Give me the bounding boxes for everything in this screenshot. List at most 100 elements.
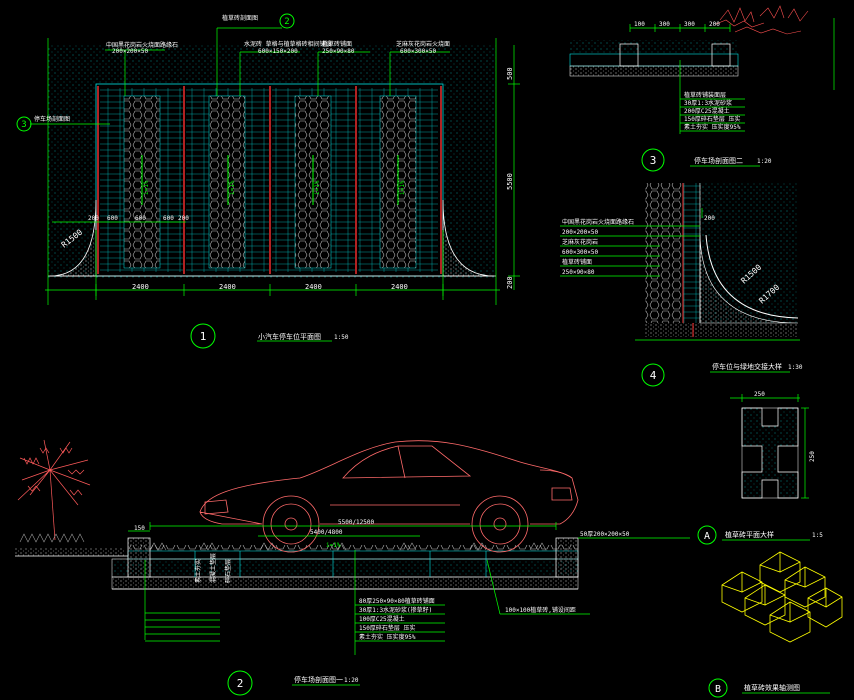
detail-a-scale: 1:5: [812, 532, 823, 539]
detail-3-marker-icon: [641, 148, 665, 172]
plan-slope-labels: i=1% i=1% i=1% i=1%: [143, 180, 406, 195]
detail-a-dim-lines: [730, 394, 809, 499]
detail-3-dim-1: 100: [634, 21, 645, 28]
section-2-callout-icon: [279, 13, 295, 29]
slope-label-1: i=1%: [143, 180, 150, 195]
section-right-note: 50厚200×200×50: [580, 531, 630, 538]
detail-3-drawing: 3: [569, 5, 835, 172]
detail-a-drawing: A: [697, 394, 810, 545]
detail-4-marker-icon: [641, 363, 665, 387]
plan-callout-1-size: 200×200×50: [112, 48, 149, 55]
detail-4-leader-lines: [560, 208, 800, 341]
plan-callout-3-text: 植草砖铺面: [322, 40, 352, 48]
plan-callout-2-size: 600×150×200: [258, 48, 298, 55]
plan-dim-bottom: 200: [506, 276, 514, 289]
detail-3-layer-4: 150厚碎石垫层 压实: [684, 115, 740, 123]
detail-3-layer-5: 素土夯实 压实度95%: [684, 123, 741, 131]
section-2-marker-number: 2: [237, 677, 244, 690]
detail-4-callout-2-text: 芝麻灰花岗岩: [562, 238, 598, 246]
plan-dim-depth: 5500: [506, 173, 514, 190]
plan-dim-small-4: 600: [163, 215, 174, 222]
detail-3-dim-2: 300: [659, 21, 670, 28]
detail-3-layer-2: 30厚1:3水泥砂浆: [684, 99, 732, 107]
plan-top-callout-label: 植草砖剖面图: [222, 14, 258, 22]
detail-b-marker-letter: B: [715, 684, 721, 695]
plan-drawing: 2 3 1: [16, 13, 520, 349]
section-layer-2: 30厚1:3水泥砂浆(掺草籽): [359, 606, 432, 614]
plan-dim-top: 500: [506, 67, 514, 80]
detail-4-scale: 1:30: [788, 364, 803, 371]
plan-leader-lines: [30, 27, 450, 125]
section-dim-total: 5500/12500: [338, 519, 375, 526]
detail-4-marker-number: 4: [650, 369, 657, 382]
section-vertical-label-2: 混凝土垫层: [209, 553, 217, 583]
plan-dim-small-1: 200: [88, 215, 99, 222]
section-layer-3: 100厚C25混凝土: [359, 615, 405, 623]
section-layer-4: 150厚碎石垫层 压实: [359, 624, 415, 632]
detail-4-callout-3-size: 250×90×80: [562, 269, 595, 276]
section-dim-left: 150: [134, 525, 145, 532]
plan-callout-4-size: 600×300×50: [400, 48, 437, 55]
section-2-drawing: 2: [15, 439, 690, 696]
detail-4-callout-1-text: 中国黑花岗岩火烧面路缘石: [562, 218, 634, 226]
plan-labels: 中国黑花岗岩火烧面路缘石 200×200×50 水泥砖 草格与植草格砖相间铺设 …: [34, 14, 450, 222]
slope-label-2: i=1%: [229, 180, 236, 195]
detail-a-dim-top: 250: [754, 391, 765, 398]
plan-dim-small-3: 600: [135, 215, 146, 222]
detail-3-marker-number: 3: [650, 154, 657, 167]
detail-4-title: 停车位与绿地交接大样: [712, 362, 782, 371]
detail-3-scale: 1:20: [757, 158, 772, 165]
plan-callout-1-text: 中国黑花岗岩火烧面路缘石: [106, 41, 178, 49]
plan-dim-small-5: 200: [178, 215, 189, 222]
plan-dim-bay-1: 2400: [132, 283, 149, 291]
detail-4-labels: 中国黑花岗岩火烧面路缘石 200×200×50 芝麻灰花岗岩 600×300×5…: [562, 215, 781, 305]
slope-label-4: i=1%: [399, 180, 406, 195]
plan-dim-small-2: 600: [107, 215, 118, 222]
detail-a-marker-icon: [697, 525, 717, 545]
section-layer-1: 80厚250×90×80植草砖铺面: [359, 597, 435, 605]
detail-b-marker-icon: [708, 678, 728, 698]
slope-label-3: i=1%: [314, 180, 321, 195]
bay-dividers: [97, 86, 442, 274]
plan-dim-bay-2: 2400: [219, 283, 236, 291]
section-2-title: 停车场剖面图一: [294, 675, 343, 684]
section-2-labels: 5500/12500 5400/4800 150 i=1% 50厚200×200…: [134, 519, 630, 641]
detail-b-title: 植草砖效果轴测图: [744, 683, 800, 692]
section-2-marker-icon: [227, 670, 253, 696]
detail-4-callout-2-size: 600×300×50: [562, 249, 599, 256]
section-2-callout-number: 2: [284, 17, 289, 27]
detail-b-drawing: [721, 551, 843, 643]
detail-a-dim-side: 250: [809, 451, 816, 462]
detail-3-layer-1: 植草砖铺装面层: [684, 91, 726, 99]
plan-title: 小汽车停车位平面图: [258, 332, 321, 341]
plan-scale: 1:50: [334, 334, 349, 341]
section-vertical-label-1: 素土夯实: [194, 559, 202, 583]
palm-tree-icon: [17, 439, 91, 541]
plan-callout-4-text: 芝麻灰花岗岩火烧面: [396, 40, 450, 48]
detail-3-callout-number: 3: [21, 120, 26, 130]
shrub-icon: [715, 5, 809, 35]
section-dim-lines: [128, 522, 690, 655]
plan-dim-bay-4: 2400: [391, 283, 408, 291]
slope-arrows: [141, 155, 399, 205]
detail-3-title: 停车场剖面图二: [694, 156, 743, 165]
plan-left-callout-label: 停车场剖面图: [34, 115, 70, 123]
detail-4-dim: 200: [704, 215, 715, 222]
parking-bays: [100, 88, 438, 272]
detail-4-drawing: 4: [560, 183, 800, 387]
section-joints: [194, 551, 487, 577]
plan-callout-3-size: 250×90×80: [322, 48, 355, 55]
detail-3-labels: 100 300 300 200 植草砖铺装面层 30厚1:3水泥砂浆 200厚C…: [634, 21, 741, 131]
plan-dim-bay-3: 2400: [305, 283, 322, 291]
plan-marker-icon: [190, 323, 216, 349]
car-icon: [199, 440, 579, 553]
detail-4-callout-3-text: 植草砖铺面: [562, 258, 592, 266]
detail-4-callout-1-size: 200×200×50: [562, 229, 599, 236]
section-dim-inner: 5400/4800: [310, 529, 343, 536]
detail-3-dim-lines: [629, 18, 835, 134]
section-vertical-label-3: 碎石垫层: [224, 559, 232, 583]
plan-callout-2-text: 水泥砖 草格与植草格砖相间铺设: [244, 40, 332, 48]
detail-3-dim-4: 200: [709, 21, 720, 28]
section-slope: i=1%: [326, 542, 341, 549]
plan-dimension-lines: [45, 38, 520, 305]
